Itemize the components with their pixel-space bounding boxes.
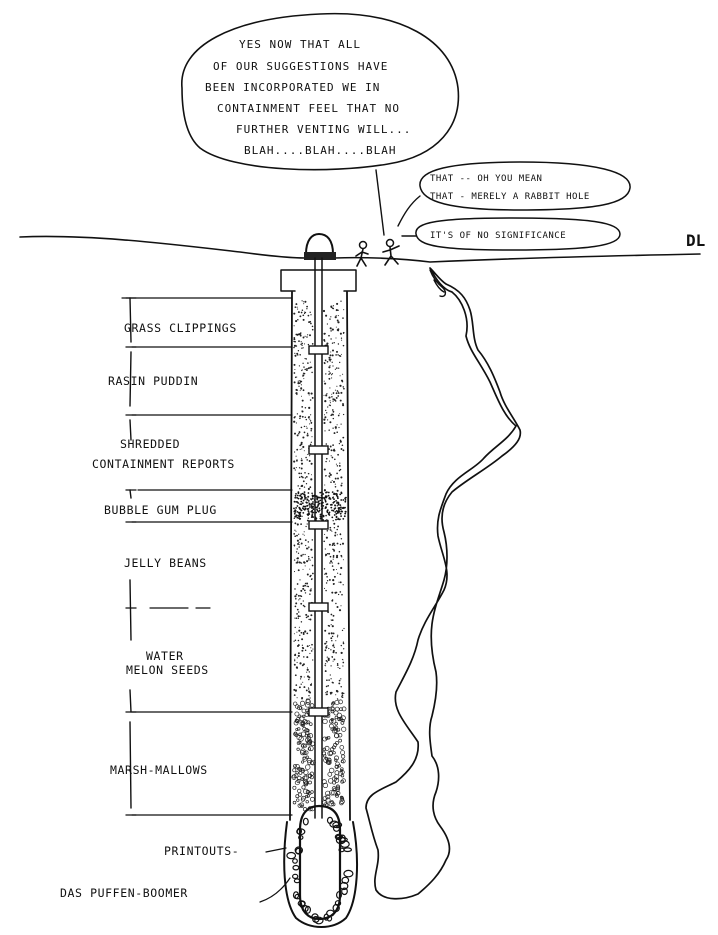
layer-label-grass-clippings: GRASS CLIPPINGS: [124, 321, 237, 335]
layer-label-bubble-gum-plug: BUBBLE GUM PLUG: [104, 503, 217, 517]
speech-main-line-2: OF OUR SUGGESTIONS HAVE: [213, 60, 388, 73]
layer-label-shredded: SHREDDED: [120, 437, 180, 451]
speech-main-line-3: BEEN INCORPORATED WE IN: [205, 81, 380, 94]
printouts-rubble: [286, 816, 354, 925]
figure-two: [382, 238, 400, 266]
speech-main-line-6: BLAH....BLAH....BLAH: [244, 144, 396, 157]
layer-label-containment-reports: CONTAINMENT REPORTS: [92, 457, 235, 471]
speech-main-line-5: FURTHER VENTING WILL...: [236, 123, 411, 136]
speech-bubble-reply-tail: [397, 195, 421, 227]
speech-reply-line-2: THAT - MERELY A RABBIT HOLE: [430, 192, 590, 202]
dome-base: [304, 252, 336, 260]
puffen-boomer-device: [298, 804, 342, 921]
ground-line: [19, 235, 701, 263]
layer-label-water: WATER: [146, 649, 184, 663]
rabbit-hole-cavity: [365, 267, 522, 900]
speech-small-text: IT'S OF NO SIGNIFICANCE: [430, 231, 566, 241]
pipe-couplers: [308, 345, 329, 717]
layer-label-jelly-beans: JELLY BEANS: [124, 556, 207, 570]
layer-label-marsh-mallows: MARSH-MALLOWS: [110, 763, 208, 777]
stemming-fill: [291, 300, 347, 812]
shaft-left-wall: [289, 291, 293, 821]
layer-label-rasin-puddin: RASIN PUDDIN: [108, 374, 198, 388]
layer-label-melon-seeds: MELON SEEDS: [126, 663, 209, 677]
leader-lines: [121, 297, 293, 903]
shaft-dome: [305, 233, 334, 255]
label-das-puffen-boomer: DAS PUFFEN-BOOMER: [60, 886, 188, 900]
speech-bubble-main: [181, 12, 460, 171]
cavity-entrance-scribble: [429, 269, 447, 298]
figure-two-head: [385, 238, 395, 248]
label-printouts: PRINTOUTS-: [164, 844, 239, 858]
speech-main-line-1: YES NOW THAT ALL: [239, 38, 361, 51]
figure-one: [355, 240, 369, 267]
shaft-right-wall: [346, 291, 351, 821]
dimension-line: [129, 297, 132, 809]
speech-bubble-reply: [419, 161, 631, 211]
artist-signature: DL: [686, 231, 705, 250]
speech-main-text: YES NOW THAT ALL OF OUR SUGGESTIONS HAVE…: [205, 38, 411, 157]
speech-bubble-small: [415, 217, 621, 251]
speech-bubble-main-tail: [375, 169, 385, 236]
figure-two-body: [382, 245, 400, 266]
speech-main-line-4: CONTAINMENT FEEL THAT NO: [217, 102, 400, 115]
figure-one-body: [355, 248, 369, 267]
speech-reply-line-1: THAT -- OH YOU MEAN: [430, 174, 542, 184]
figure-one-head: [358, 240, 368, 250]
printouts-packing: [283, 821, 359, 928]
shaft-collar: [280, 269, 357, 292]
